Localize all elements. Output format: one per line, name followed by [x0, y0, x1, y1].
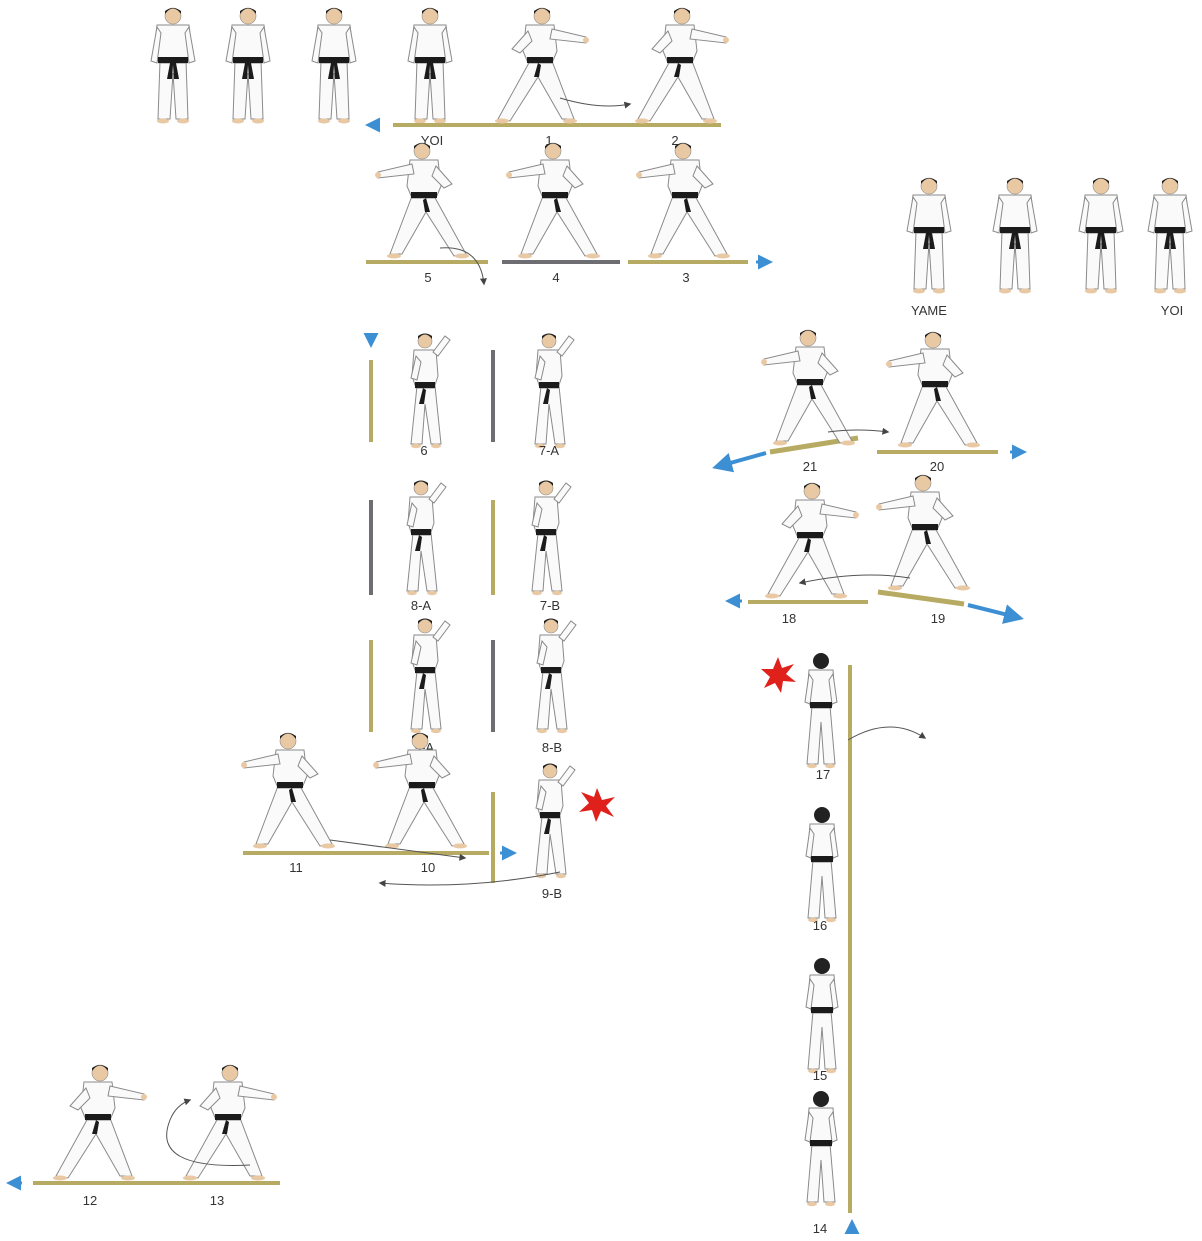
label-move-5: 5: [424, 270, 431, 285]
blue-direction-arrow-icon: [716, 453, 766, 467]
label-move-10: 10: [421, 860, 435, 875]
karateka-figure-icon: [373, 733, 467, 849]
label-move-16: 16: [813, 918, 827, 933]
label-move-11: 11: [289, 860, 303, 875]
karateka-figure-icon: [907, 178, 951, 294]
karateka-figure-icon: [537, 619, 576, 734]
karateka-figure-icon: [535, 334, 574, 449]
red-kiai-star-icon: [579, 788, 615, 822]
karateka-figure-icon: [806, 807, 838, 922]
karateka-figure-icon: [805, 1091, 837, 1206]
karateka-figure-icon: [53, 1065, 147, 1181]
karateka-figure-icon: [536, 764, 575, 879]
label-move-18: 18: [782, 611, 796, 626]
blue-direction-arrow-icon: [968, 605, 1020, 618]
karateka-figure-icon: [495, 8, 589, 124]
closing-sequence: YAME YOI: [907, 178, 1192, 318]
karateka-figure-icon: [805, 653, 837, 768]
move-14-17-column: 14 15 16 17: [761, 653, 925, 1236]
karateka-figure-icon: [993, 178, 1037, 294]
floor-line: [878, 592, 964, 604]
label-move-3: 3: [682, 270, 689, 285]
karateka-figure-icon: [532, 481, 571, 596]
karateka-figure-icon: [636, 143, 730, 259]
label-move-15: 15: [813, 1068, 827, 1083]
opening-bow-sequence: [151, 8, 452, 124]
karateka-figure-icon: [408, 8, 452, 124]
label-move-19: 19: [931, 611, 945, 626]
karateka-figure-icon: [1079, 178, 1123, 294]
karateka-figure-icon: [1148, 178, 1192, 294]
label-move-8a: 8-A: [411, 598, 432, 613]
move-3-5-row: 5 4 3: [366, 143, 770, 285]
karateka-figure-icon: [765, 483, 859, 599]
label-move-8b: 8-B: [542, 740, 562, 755]
karateka-figure-icon: [411, 619, 450, 734]
move-20-21-row: 21 20: [716, 330, 1024, 474]
movement-path-arrow-icon: [380, 872, 560, 885]
karateka-figure-icon: [411, 334, 450, 449]
label-move-14: 14: [813, 1221, 827, 1236]
label-move-4: 4: [552, 270, 559, 285]
move-18-19-row: 18 19: [728, 475, 1020, 626]
karateka-figure-icon: [761, 330, 855, 446]
move-10-11-row: 11 10: [241, 733, 514, 875]
label-move-13: 13: [210, 1193, 224, 1208]
label-move-6: 6: [420, 443, 427, 458]
movement-path-arrow-icon: [560, 98, 630, 106]
karateka-figure-icon: [635, 8, 729, 124]
label-move-20: 20: [930, 459, 944, 474]
label-move-9b: 9-B: [542, 886, 562, 901]
karateka-figure-icon: [375, 143, 469, 259]
movement-path-arrow-icon: [848, 727, 925, 740]
move-12-13-row: 12 13: [9, 1065, 280, 1208]
karateka-figure-icon: [886, 332, 980, 448]
red-kiai-star-icon: [761, 657, 796, 693]
label-move-21: 21: [803, 459, 817, 474]
karateka-figure-icon: [312, 8, 356, 124]
karateka-figure-icon: [241, 733, 335, 849]
karateka-figure-icon: [226, 8, 270, 124]
label-yame: YAME: [911, 303, 947, 318]
karateka-figure-icon: [151, 8, 195, 124]
label-move-7a: 7-A: [539, 443, 560, 458]
karateka-figure-icon: [407, 481, 446, 596]
karateka-figure-icon: [183, 1065, 277, 1181]
karateka-figure-icon: [506, 143, 600, 259]
karateka-figure-icon: [876, 475, 970, 591]
label-yoi-end: YOI: [1161, 303, 1183, 318]
karateka-figure-icon: [806, 958, 838, 1073]
label-move-17: 17: [816, 767, 830, 782]
label-move-7b: 7-B: [540, 598, 560, 613]
label-move-12: 12: [83, 1193, 97, 1208]
